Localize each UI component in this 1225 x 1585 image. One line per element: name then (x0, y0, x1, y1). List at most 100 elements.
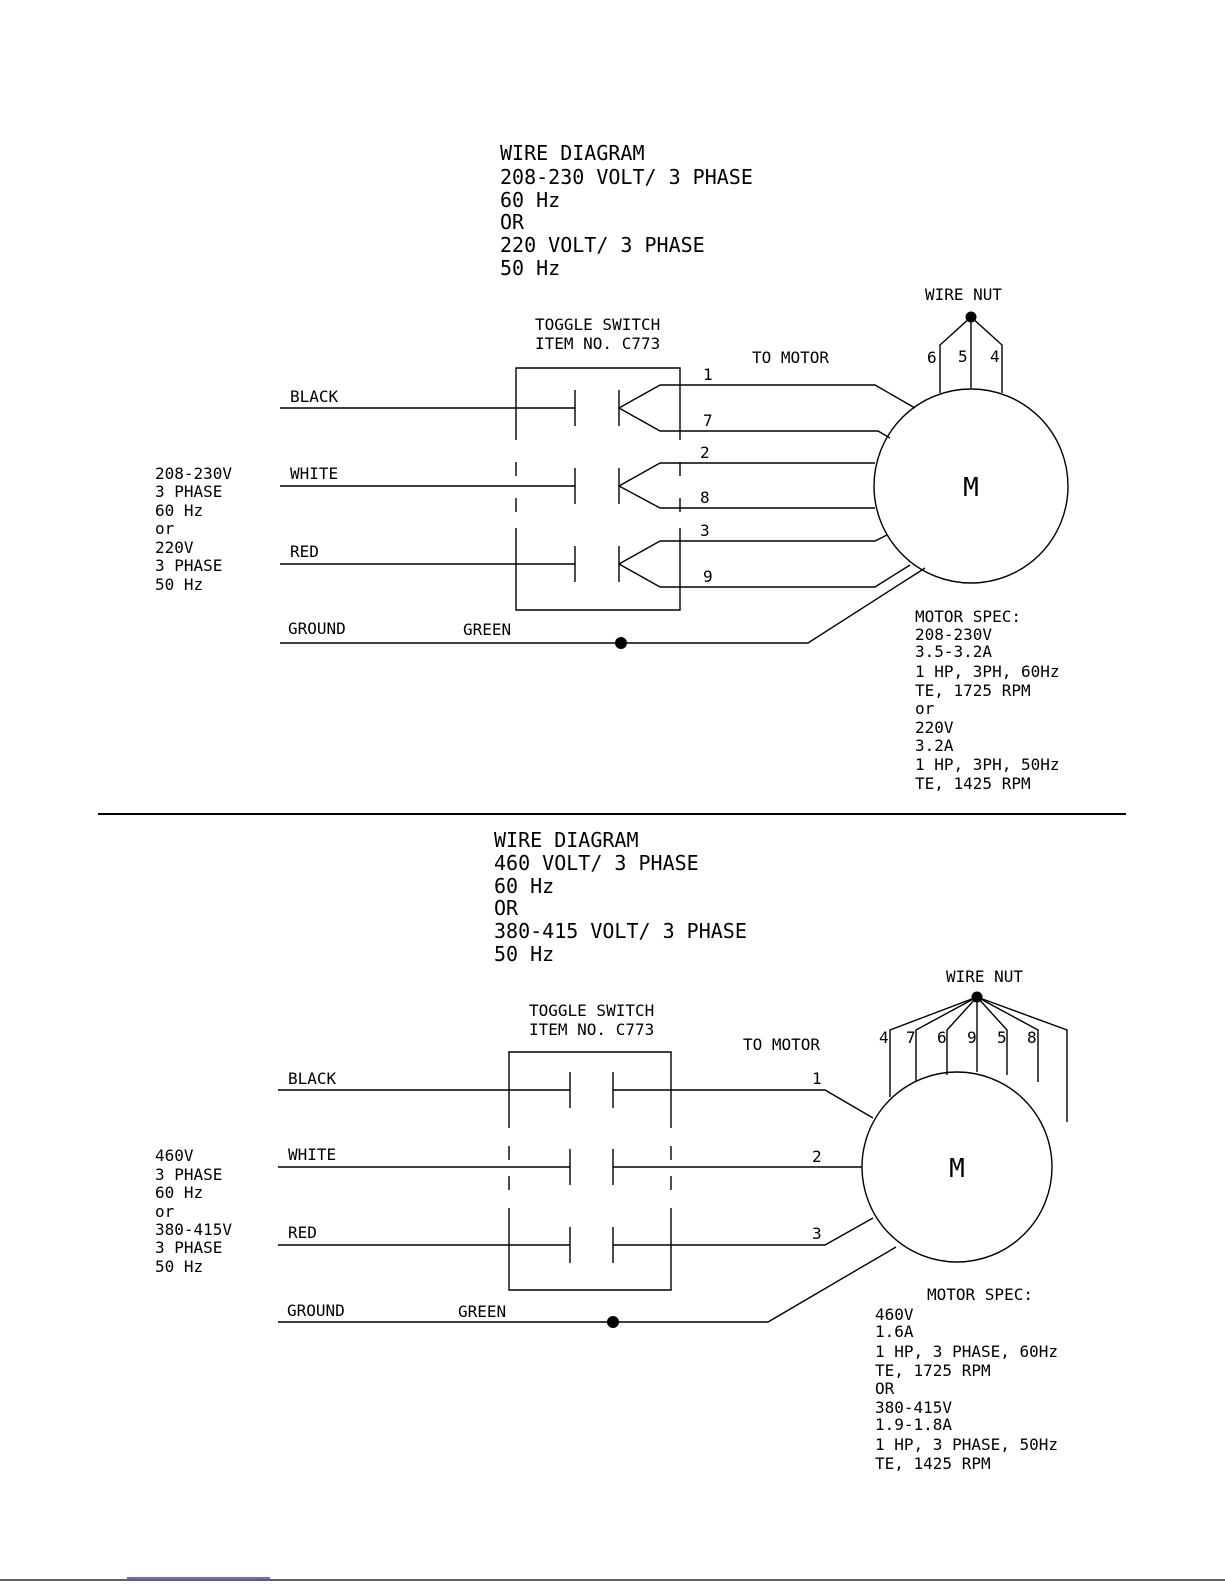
spec-line: MOTOR SPEC: (915, 607, 1021, 626)
spec-line: 1 HP, 3PH, 50Hz (915, 755, 1060, 774)
to-motor-label: TO MOTOR (743, 1035, 820, 1054)
motor-spec-bottom: MOTOR SPEC: 460V 1.6A 1 HP, 3 PHASE, 60H… (875, 1285, 1058, 1473)
supply-line: 50 Hz (155, 575, 203, 594)
supply-line: 208-230V (155, 464, 232, 483)
spec-line: TE, 1425 RPM (875, 1454, 991, 1473)
toggle-switch-top (515, 367, 681, 611)
title-line: 380-415 VOLT/ 3 PHASE (494, 919, 747, 943)
title-line: WIRE DIAGRAM (500, 141, 645, 165)
terminal-number: 3 (812, 1224, 822, 1243)
nut-lead-number: 9 (967, 1028, 977, 1047)
title-line: WIRE DIAGRAM (494, 828, 639, 852)
spec-line: OR (875, 1379, 895, 1398)
motor-leads-bottom (613, 1089, 874, 1246)
diagram-bottom: WIRE DIAGRAM 460 VOLT/ 3 PHASE 60 Hz OR … (155, 828, 1068, 1473)
supply-line: or (155, 519, 175, 538)
wire-label-green: GREEN (458, 1302, 506, 1321)
terminal-number: 9 (703, 567, 713, 586)
nut-lead-number: 6 (937, 1028, 947, 1047)
switch-item-number: ITEM NO. C773 (535, 334, 660, 353)
title-line: 50 Hz (494, 942, 554, 966)
motor-label: M (949, 1154, 965, 1184)
motor-symbol (861, 1071, 1053, 1263)
terminal-number: 2 (700, 443, 710, 462)
switch-item-number: ITEM NO. C773 (529, 1020, 654, 1039)
title-line: 220 VOLT/ 3 PHASE (500, 233, 705, 257)
supply-line: 460V (155, 1146, 194, 1165)
spec-line: or (915, 699, 935, 718)
supply-line: 3 PHASE (155, 482, 222, 501)
diagram-top: WIRE DIAGRAM 208-230 VOLT/ 3 PHASE 60 Hz… (155, 141, 1069, 793)
nut-lead-number: 5 (997, 1028, 1007, 1047)
motor-symbol (873, 388, 1069, 584)
spec-line: 380-415V (875, 1398, 952, 1417)
nut-lead-number: 7 (906, 1028, 916, 1047)
wire-nut-dot (965, 311, 977, 323)
supply-wires-bottom (278, 1089, 897, 1328)
wire-label-ground: GROUND (288, 619, 346, 638)
wire-label-black: BLACK (288, 1069, 337, 1088)
switch-label: TOGGLE SWITCH (535, 315, 660, 334)
supply-spec-bottom: 460V 3 PHASE 60 Hz or 380-415V 3 PHASE 5… (155, 1146, 232, 1276)
title-line: OR (494, 896, 519, 920)
spec-line: TE, 1725 RPM (915, 681, 1031, 700)
wire-nut-top (939, 311, 1003, 393)
nut-lead-number: 4 (879, 1028, 889, 1047)
wire-nut-label: WIRE NUT (946, 967, 1023, 986)
terminal-number: 2 (812, 1147, 822, 1166)
switch-label: TOGGLE SWITCH (529, 1001, 654, 1020)
wire-label-black: BLACK (290, 387, 339, 406)
supply-line: 60 Hz (155, 501, 203, 520)
spec-line: TE, 1425 RPM (915, 774, 1031, 793)
supply-line: or (155, 1202, 175, 1221)
supply-line: 3 PHASE (155, 556, 222, 575)
title-block-top: WIRE DIAGRAM 208-230 VOLT/ 3 PHASE 60 Hz… (500, 141, 753, 280)
wire-label-white: WHITE (288, 1145, 336, 1164)
wire-label-white: WHITE (290, 464, 338, 483)
terminal-number: 3 (700, 521, 710, 540)
supply-line: 3 PHASE (155, 1165, 222, 1184)
supply-line: 220V (155, 538, 194, 557)
wire-nut-bottom (889, 991, 1068, 1122)
nut-lead-number: 8 (1027, 1028, 1037, 1047)
wire-label-red: RED (288, 1223, 317, 1242)
to-motor-label: TO MOTOR (752, 348, 829, 367)
motor-label: M (963, 473, 979, 503)
supply-line: 60 Hz (155, 1183, 203, 1202)
supply-line: 50 Hz (155, 1257, 203, 1276)
terminal-number: 1 (703, 365, 713, 384)
title-line: 60 Hz (500, 188, 560, 212)
spec-line: 1 HP, 3 PHASE, 60Hz (875, 1342, 1058, 1361)
ground-junction-dot (607, 1316, 619, 1328)
spec-line: 3.2A (915, 736, 954, 755)
terminal-number: 7 (703, 411, 713, 430)
spec-line: TE, 1725 RPM (875, 1361, 991, 1380)
title-line: 460 VOLT/ 3 PHASE (494, 851, 699, 875)
title-block-bottom: WIRE DIAGRAM 460 VOLT/ 3 PHASE 60 Hz OR … (494, 828, 747, 966)
wire-nut-dot (971, 991, 983, 1003)
supply-wires-top (280, 407, 926, 649)
wire-label-red: RED (290, 542, 319, 561)
title-line: 208-230 VOLT/ 3 PHASE (500, 165, 753, 189)
terminal-number: 1 (812, 1069, 822, 1088)
wire-label-ground: GROUND (287, 1301, 345, 1320)
ground-junction-dot (615, 637, 627, 649)
nut-lead-number: 4 (990, 347, 1000, 366)
title-line: 50 Hz (500, 256, 560, 280)
motor-spec-top: MOTOR SPEC: 208-230V 3.5-3.2A 1 HP, 3PH,… (915, 607, 1060, 793)
terminal-number: 8 (700, 488, 710, 507)
spec-line: 3.5-3.2A (915, 642, 992, 661)
spec-line: 1 HP, 3PH, 60Hz (915, 662, 1060, 681)
supply-line: 3 PHASE (155, 1238, 222, 1257)
spec-line: 208-230V (915, 625, 992, 644)
supply-line: 380-415V (155, 1220, 232, 1239)
supply-spec-top: 208-230V 3 PHASE 60 Hz or 220V 3 PHASE 5… (155, 464, 232, 594)
title-line: 60 Hz (494, 874, 554, 898)
spec-line: 220V (915, 718, 954, 737)
spec-line: 460V (875, 1305, 914, 1324)
nut-lead-number: 5 (958, 347, 968, 366)
title-line: OR (500, 210, 525, 234)
toggle-switch-bottom (508, 1051, 672, 1291)
wire-nut-label: WIRE NUT (925, 285, 1002, 304)
nut-lead-number: 6 (927, 348, 937, 367)
